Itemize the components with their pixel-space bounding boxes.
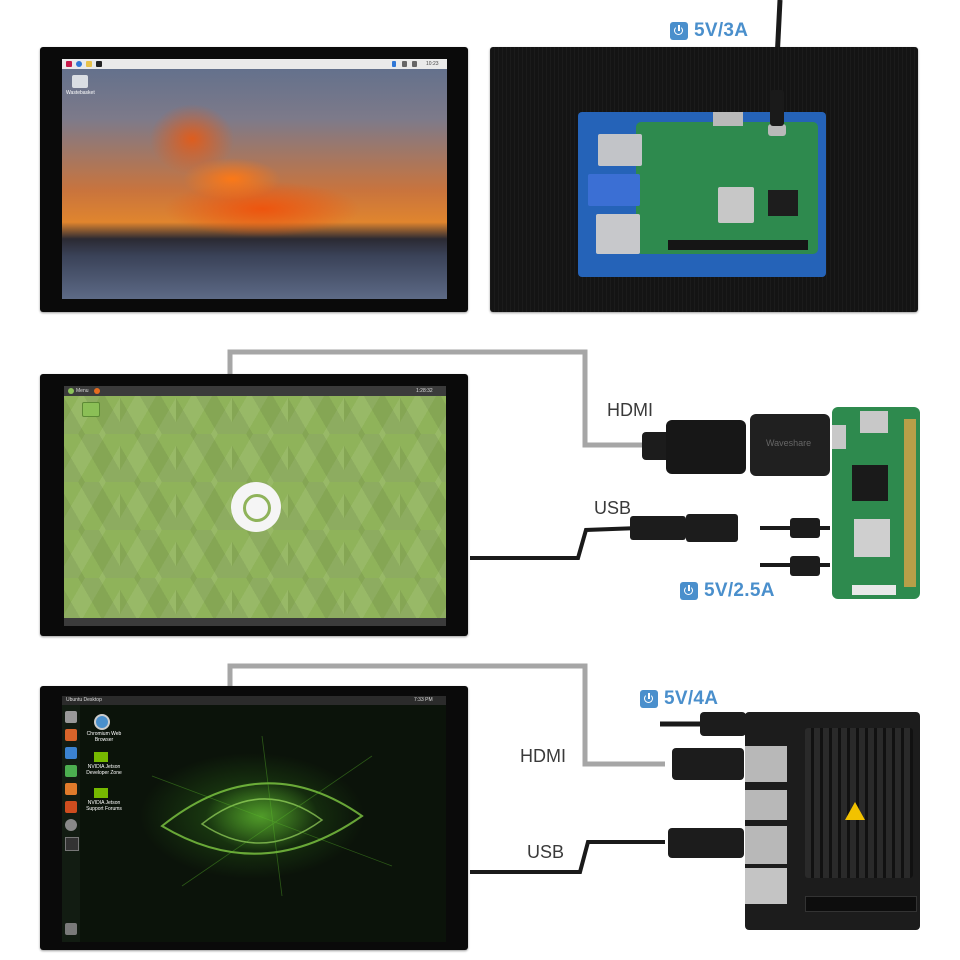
warning-label	[845, 802, 865, 820]
jetson-gpio-header	[805, 896, 917, 912]
nvidia-forums-icon[interactable]	[94, 788, 108, 798]
launcher-terminal-icon[interactable]	[65, 837, 79, 851]
zero-camera-connector	[852, 585, 896, 595]
nvidia-eye-logo	[151, 736, 393, 896]
micro-usb-plug-power	[790, 556, 820, 576]
desktop-icon-label-2: NVIDIA Jetson Support Forums	[86, 800, 122, 812]
power-label-row1: 5V/3A	[670, 20, 748, 42]
hdmi-label-row3: HDMI	[520, 746, 566, 766]
desktop-icon-label-1: NVIDIA Jetson Developer Zone	[86, 764, 122, 776]
zero-gpio-header	[904, 419, 916, 587]
power-label-row2: 5V/2.5A	[680, 580, 775, 602]
power-text-row3: 5V/4A	[664, 688, 719, 709]
usb-a-socket-otg	[686, 514, 738, 542]
adapter-brand-label: Waveshare	[766, 438, 812, 448]
power-icon	[670, 22, 688, 40]
firefox-icon[interactable]	[94, 388, 100, 394]
mate-desktop-screen: Menu 1:28:32	[64, 386, 446, 626]
window-title: Ubuntu Desktop	[66, 697, 102, 703]
hdmi-port	[713, 112, 743, 126]
jetson-dp-port	[745, 790, 787, 820]
display-jetson-ubuntu: Ubuntu Desktop 7:33 PM Chromium Web Brow…	[40, 686, 468, 950]
power-text-row1: 5V/3A	[694, 20, 749, 41]
power-text-row2: 5V/2.5A	[704, 580, 775, 601]
nvidia-desktop-screen: Ubuntu Desktop 7:33 PM Chromium Web Brow…	[62, 696, 446, 942]
usb-label-row2: USB	[594, 498, 632, 518]
wastebasket-icon[interactable]	[72, 75, 88, 88]
home-folder-icon[interactable]	[82, 402, 100, 417]
launcher-browser-icon[interactable]	[65, 729, 77, 741]
pi4-ram-chip	[768, 190, 798, 216]
raspberry-pi-zero-board	[832, 407, 920, 599]
ubuntu-mate-logo-icon	[231, 482, 281, 532]
volume-icon[interactable]	[412, 61, 417, 67]
zero-mini-hdmi	[832, 425, 846, 449]
sunset-desktop-screen: 10:23 Wastebasket	[62, 59, 447, 299]
launcher-files-icon[interactable]	[65, 711, 77, 723]
power-label-row3: 5V/4A	[640, 688, 718, 710]
pi4-cpu-chip	[718, 187, 754, 223]
launcher-calc-icon[interactable]	[65, 765, 77, 777]
jetson-nano-board	[745, 712, 920, 930]
mini-hdmi-adapter: Waveshare	[750, 414, 830, 476]
hdmi-label-row2: HDMI	[607, 400, 653, 420]
power-cable-plug	[770, 90, 784, 126]
browser-icon[interactable]	[76, 61, 82, 67]
usb-port-1	[598, 134, 642, 166]
folder-icon[interactable]	[86, 61, 92, 67]
hdmi-connector-row2	[666, 420, 746, 474]
usb-port-2	[588, 174, 640, 206]
dc-barrel-plug-row3	[700, 712, 746, 736]
hdmi-cable-row2	[227, 349, 650, 448]
raspberry-pi-4-board	[578, 90, 826, 277]
raspbian-taskbar: 10:23	[62, 59, 447, 69]
nvidia-devzone-icon[interactable]	[94, 752, 108, 762]
mate-bottom-panel	[64, 618, 446, 626]
mate-menu-icon[interactable]	[68, 388, 74, 394]
usb-label-row3: USB	[527, 842, 565, 862]
launcher-settings-icon[interactable]	[65, 819, 77, 831]
top-bar-clock: 7:33 PM	[414, 697, 433, 703]
zero-sd-slot	[860, 411, 888, 433]
hdmi-plug-row2	[642, 432, 670, 460]
usb-a-plug-row2	[630, 516, 686, 540]
zero-wifi-shield	[854, 519, 890, 557]
usb-cable-row2	[470, 526, 641, 560]
unity-launcher	[62, 705, 80, 942]
terminal-icon[interactable]	[96, 61, 102, 67]
raspberry-menu-icon[interactable]	[66, 61, 72, 67]
panel-clock: 1:28:32	[416, 388, 433, 394]
jetson-hdmi-port	[745, 746, 787, 782]
ubuntu-top-bar: Ubuntu Desktop 7:33 PM	[62, 696, 446, 705]
hdmi-cable-row3	[227, 663, 665, 767]
taskbar-clock: 10:23	[426, 61, 439, 67]
launcher-trash-icon[interactable]	[65, 923, 77, 935]
gpio-header	[668, 240, 808, 250]
mate-top-panel: Menu 1:28:32	[64, 386, 446, 396]
launcher-software-icon[interactable]	[65, 801, 77, 813]
display-front-raspberry-pi: 10:23 Wastebasket	[40, 47, 468, 312]
usb-cable-row3	[470, 840, 665, 874]
usb-c-power-port	[768, 124, 786, 136]
bluetooth-icon[interactable]	[392, 61, 396, 67]
power-icon	[640, 690, 658, 708]
wastebasket-label: Wastebasket	[66, 90, 95, 96]
chromium-icon[interactable]	[94, 714, 110, 730]
desktop-icon-label-0: Chromium Web Browser	[86, 731, 122, 743]
network-icon[interactable]	[402, 61, 407, 67]
ethernet-port	[596, 214, 640, 254]
display-ubuntu-mate: Menu 1:28:32	[40, 374, 468, 636]
usb-plug-row3	[668, 828, 744, 858]
jetson-ethernet-port	[745, 868, 787, 904]
menu-label[interactable]: Menu	[76, 388, 89, 394]
hdmi-plug-row3	[672, 748, 744, 780]
launcher-impress-icon[interactable]	[65, 783, 77, 795]
jetson-usb-ports	[745, 826, 787, 864]
micro-usb-plug-data	[790, 518, 820, 538]
zero-soc	[852, 465, 888, 501]
launcher-writer-icon[interactable]	[65, 747, 77, 759]
power-icon	[680, 582, 698, 600]
